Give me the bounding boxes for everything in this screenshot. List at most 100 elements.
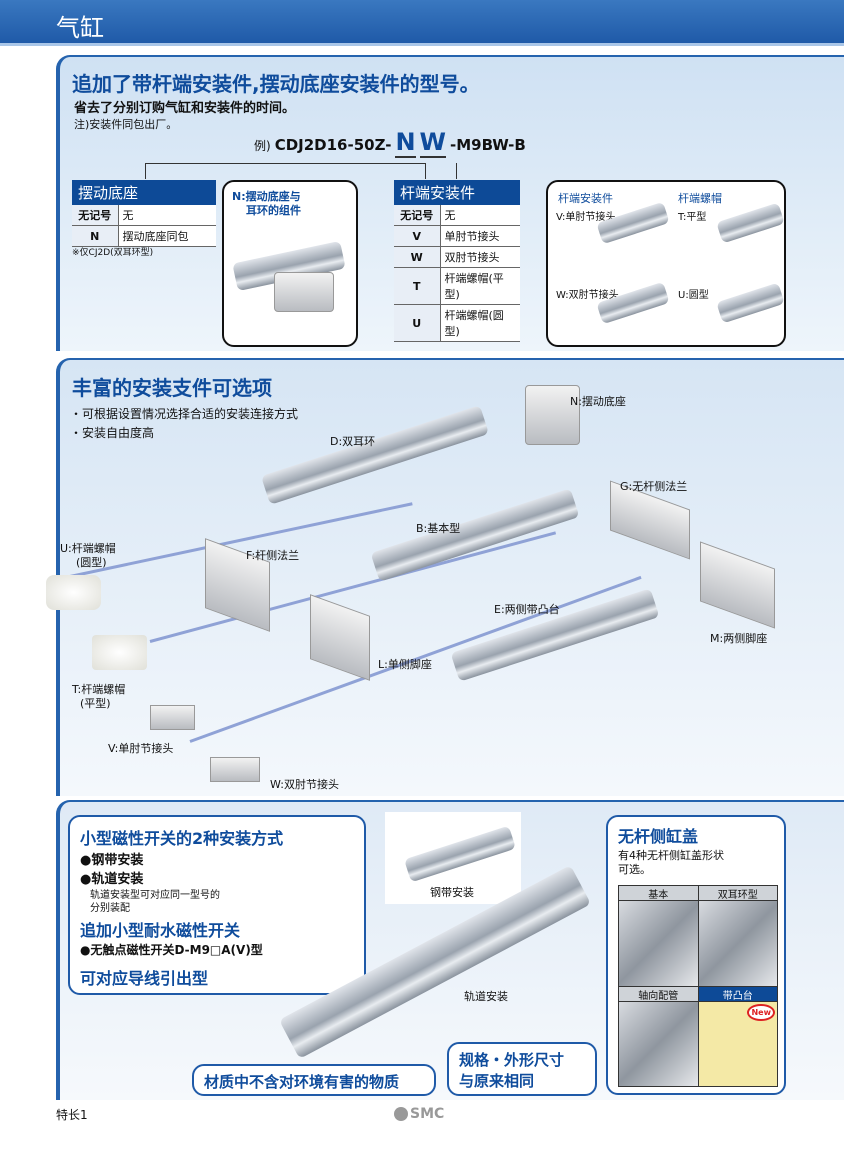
cell: 单肘节接头 (440, 225, 520, 247)
header-bar: 气缸 (0, 0, 844, 46)
logo-icon (394, 1107, 408, 1121)
model-part-a: CDJ2D16-50Z- (274, 136, 392, 154)
cylinder-image (716, 202, 785, 244)
model-example: 例) CDJ2D16-50Z- N W -M9BW-B (254, 128, 526, 158)
label-g: G:无杆侧法兰 (620, 480, 688, 493)
rail-mount-label: 轨道安装 (464, 990, 508, 1003)
label-m: M:两侧脚座 (710, 632, 768, 645)
cover-type-label: 基本 (619, 886, 698, 901)
rod-card-u: U:圆型 (678, 290, 709, 301)
same-spec-badge: 规格・外形尺寸与原来相同 (447, 1042, 597, 1096)
page-number: 特长1 (56, 1108, 88, 1122)
cell: 无记号 (394, 205, 441, 226)
pivot-note: ※仅CJ2D(双耳环型) (72, 248, 154, 258)
box1-title3: 可对应导线引出型 (80, 969, 209, 988)
cover-type-label: 带凸台 (698, 986, 777, 1002)
rod-card-v: V:单肘节接头 (556, 212, 616, 223)
n-card-line2: 耳环的组件 (246, 204, 301, 217)
table-header: 摆动底座 (72, 180, 216, 205)
label-u-sub: (圆型) (76, 556, 107, 569)
cover-basic-image (619, 901, 698, 986)
new-badge: New (747, 1003, 775, 1021)
bullet-desc: 分别装配 (90, 903, 130, 914)
section1-subtitle: 省去了分别订购气缸和安装件的时间。 (74, 101, 296, 116)
cover-grid: 基本 双耳环型 轴向配管 带凸台 New (618, 885, 778, 1087)
section1-title: 追加了带杆端安装件,摆动底座安装件的型号。 (72, 72, 480, 96)
cover-desc: 可选。 (618, 863, 651, 876)
cell: V (394, 225, 441, 247)
cell: U (394, 304, 441, 342)
cover-desc: 有4种无杆侧缸盖形状 (618, 849, 724, 862)
pivot-bracket-image (274, 272, 334, 312)
cover-title: 无杆侧缸盖 (618, 827, 699, 846)
cell: T (394, 267, 441, 305)
rod-card-t: T:平型 (678, 212, 707, 223)
cell: 无 (440, 205, 520, 226)
double-knuckle-image (210, 757, 260, 782)
cover-boss-image: New (698, 1001, 777, 1086)
connector-w (456, 163, 457, 179)
bullet: ●无触点磁性开关D-M9□A(V)型 (80, 943, 263, 957)
label-b: B:基本型 (416, 522, 461, 535)
label-t: T:杆端螺帽 (72, 683, 126, 696)
band-mount-photo (385, 812, 521, 904)
same-line1: 规格・外形尺寸 (459, 1051, 565, 1069)
cell: 无记号 (72, 205, 119, 226)
cover-axial-image (619, 1001, 698, 1086)
model-part-w: W (419, 128, 447, 158)
rod-card-h2: 杆端螺帽 (678, 192, 722, 205)
logo-text: SMC (410, 1106, 445, 1122)
cell: 杆端螺帽(平型) (440, 267, 520, 305)
rod-nut-flat-image (92, 635, 147, 670)
cell: 双肘节接头 (440, 246, 520, 268)
label-e: E:两侧带凸台 (494, 603, 560, 616)
cell: N (72, 225, 119, 247)
single-knuckle-image (150, 705, 195, 730)
bullet: ●钢带安装 (80, 853, 144, 868)
rod-card-w: W:双肘节接头 (556, 290, 619, 301)
cell: 杆端螺帽(圆型) (440, 304, 520, 342)
rod-end-card: 杆端安装件 杆端螺帽 V:单肘节接头 T:平型 W:双肘节接头 U:圆型 (546, 180, 786, 347)
pivot-bracket-image (525, 385, 580, 445)
same-line2: 与原来相同 (459, 1072, 535, 1090)
cylinder-image (716, 282, 785, 324)
page-title: 气缸 (56, 14, 104, 42)
smc-logo: SMC (394, 1106, 444, 1122)
label-t-sub: (平型) (80, 697, 111, 710)
bullet-desc: 轨道安装型可对应同一型号的 (90, 890, 220, 901)
label-d: D:双耳环 (330, 435, 376, 448)
label-u: U:杆端螺帽 (60, 542, 116, 555)
model-part-n: N (395, 128, 416, 158)
box1-title2: 追加小型耐水磁性开关 (80, 921, 241, 940)
label-w: W:双肘节接头 (270, 778, 339, 791)
label-v: V:单肘节接头 (108, 742, 174, 755)
section1-note: 注)安装件同包出厂。 (74, 118, 178, 131)
section2-title: 丰富的安装支件可选项 (72, 376, 272, 400)
rod-card-h1: 杆端安装件 (558, 192, 613, 205)
table-header: 杆端安装件 (394, 180, 520, 205)
n-card-line1: N:摆动底座与 (232, 190, 301, 203)
material-badge: 材质中不含对环境有害的物质 (192, 1064, 436, 1096)
bullet: ・安装自由度高 (70, 426, 155, 440)
label-f: F:杆侧法兰 (246, 549, 300, 562)
box1-title: 小型磁性开关的2种安装方式 (80, 829, 284, 848)
rod-nut-round-image (46, 575, 101, 610)
n-option-card: N:摆动底座与耳环的组件 (222, 180, 358, 347)
cell: 摆动底座同包 (118, 225, 216, 247)
label-n: N:摆动底座 (570, 395, 626, 408)
connector-n (145, 163, 426, 179)
model-part-b: -M9BW-B (450, 136, 526, 154)
band-mount-label: 钢带安装 (430, 886, 474, 899)
head-cover-box: 无杆侧缸盖 有4种无杆侧缸盖形状 可选。 基本 双耳环型 轴向配管 带凸台 Ne… (606, 815, 786, 1095)
bullet: ・可根据设置情况选择合适的安装连接方式 (70, 407, 299, 421)
cell: 无 (118, 205, 216, 226)
example-prefix: 例) (254, 139, 271, 153)
bullet: ●轨道安装 (80, 872, 144, 887)
cover-type-label: 轴向配管 (619, 986, 698, 1002)
label-l: L:单侧脚座 (378, 658, 432, 671)
cell: W (394, 246, 441, 268)
cover-clevis-image (698, 901, 777, 986)
cover-type-label: 双耳环型 (698, 886, 777, 901)
